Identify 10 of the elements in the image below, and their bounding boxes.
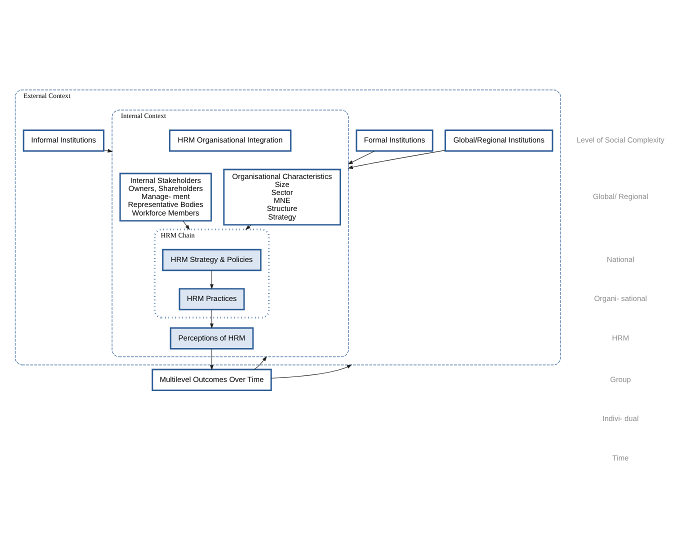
arrow: [104, 148, 113, 153]
arrow: [348, 150, 375, 164]
arrow: [254, 356, 268, 370]
arrow: [270, 364, 352, 378]
arrow: [210, 348, 214, 370]
arrow: [245, 224, 252, 230]
arrow: [210, 270, 214, 290]
arrow: [182, 220, 190, 230]
arrow: [348, 150, 446, 169]
arrow: [210, 309, 214, 329]
